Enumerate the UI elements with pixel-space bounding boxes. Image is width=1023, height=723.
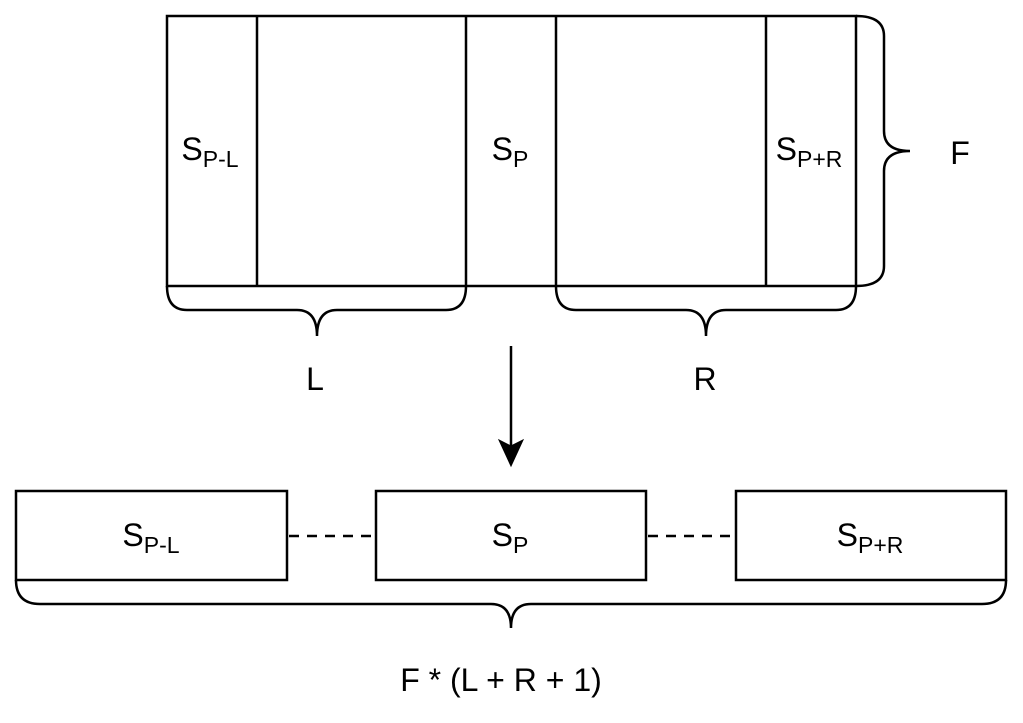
brace-f xyxy=(855,14,911,288)
arrow-head xyxy=(497,438,525,468)
box-label-sp: SP xyxy=(491,517,529,558)
brace-label-r: R xyxy=(693,361,717,397)
brace-l xyxy=(165,285,468,337)
brace-label-total: F * (L + R + 1) xyxy=(400,662,602,698)
box-label-sp-l: SP-L xyxy=(122,517,180,558)
box-label-sp-r: SP+R xyxy=(836,517,904,558)
cell-label-sp: SP xyxy=(491,131,529,172)
top-frame-outline xyxy=(165,14,858,288)
cell-label-sp-l: SP-L xyxy=(181,131,239,172)
box-sp-l xyxy=(14,489,289,582)
box-sp-r xyxy=(734,489,1008,582)
cell-label-sp-r: SP+R xyxy=(775,131,843,172)
brace-label-l: L xyxy=(306,361,324,397)
brace-r xyxy=(554,285,858,337)
box-sp xyxy=(374,489,648,582)
brace-label-f: F xyxy=(950,135,970,171)
brace-total xyxy=(14,579,1008,629)
